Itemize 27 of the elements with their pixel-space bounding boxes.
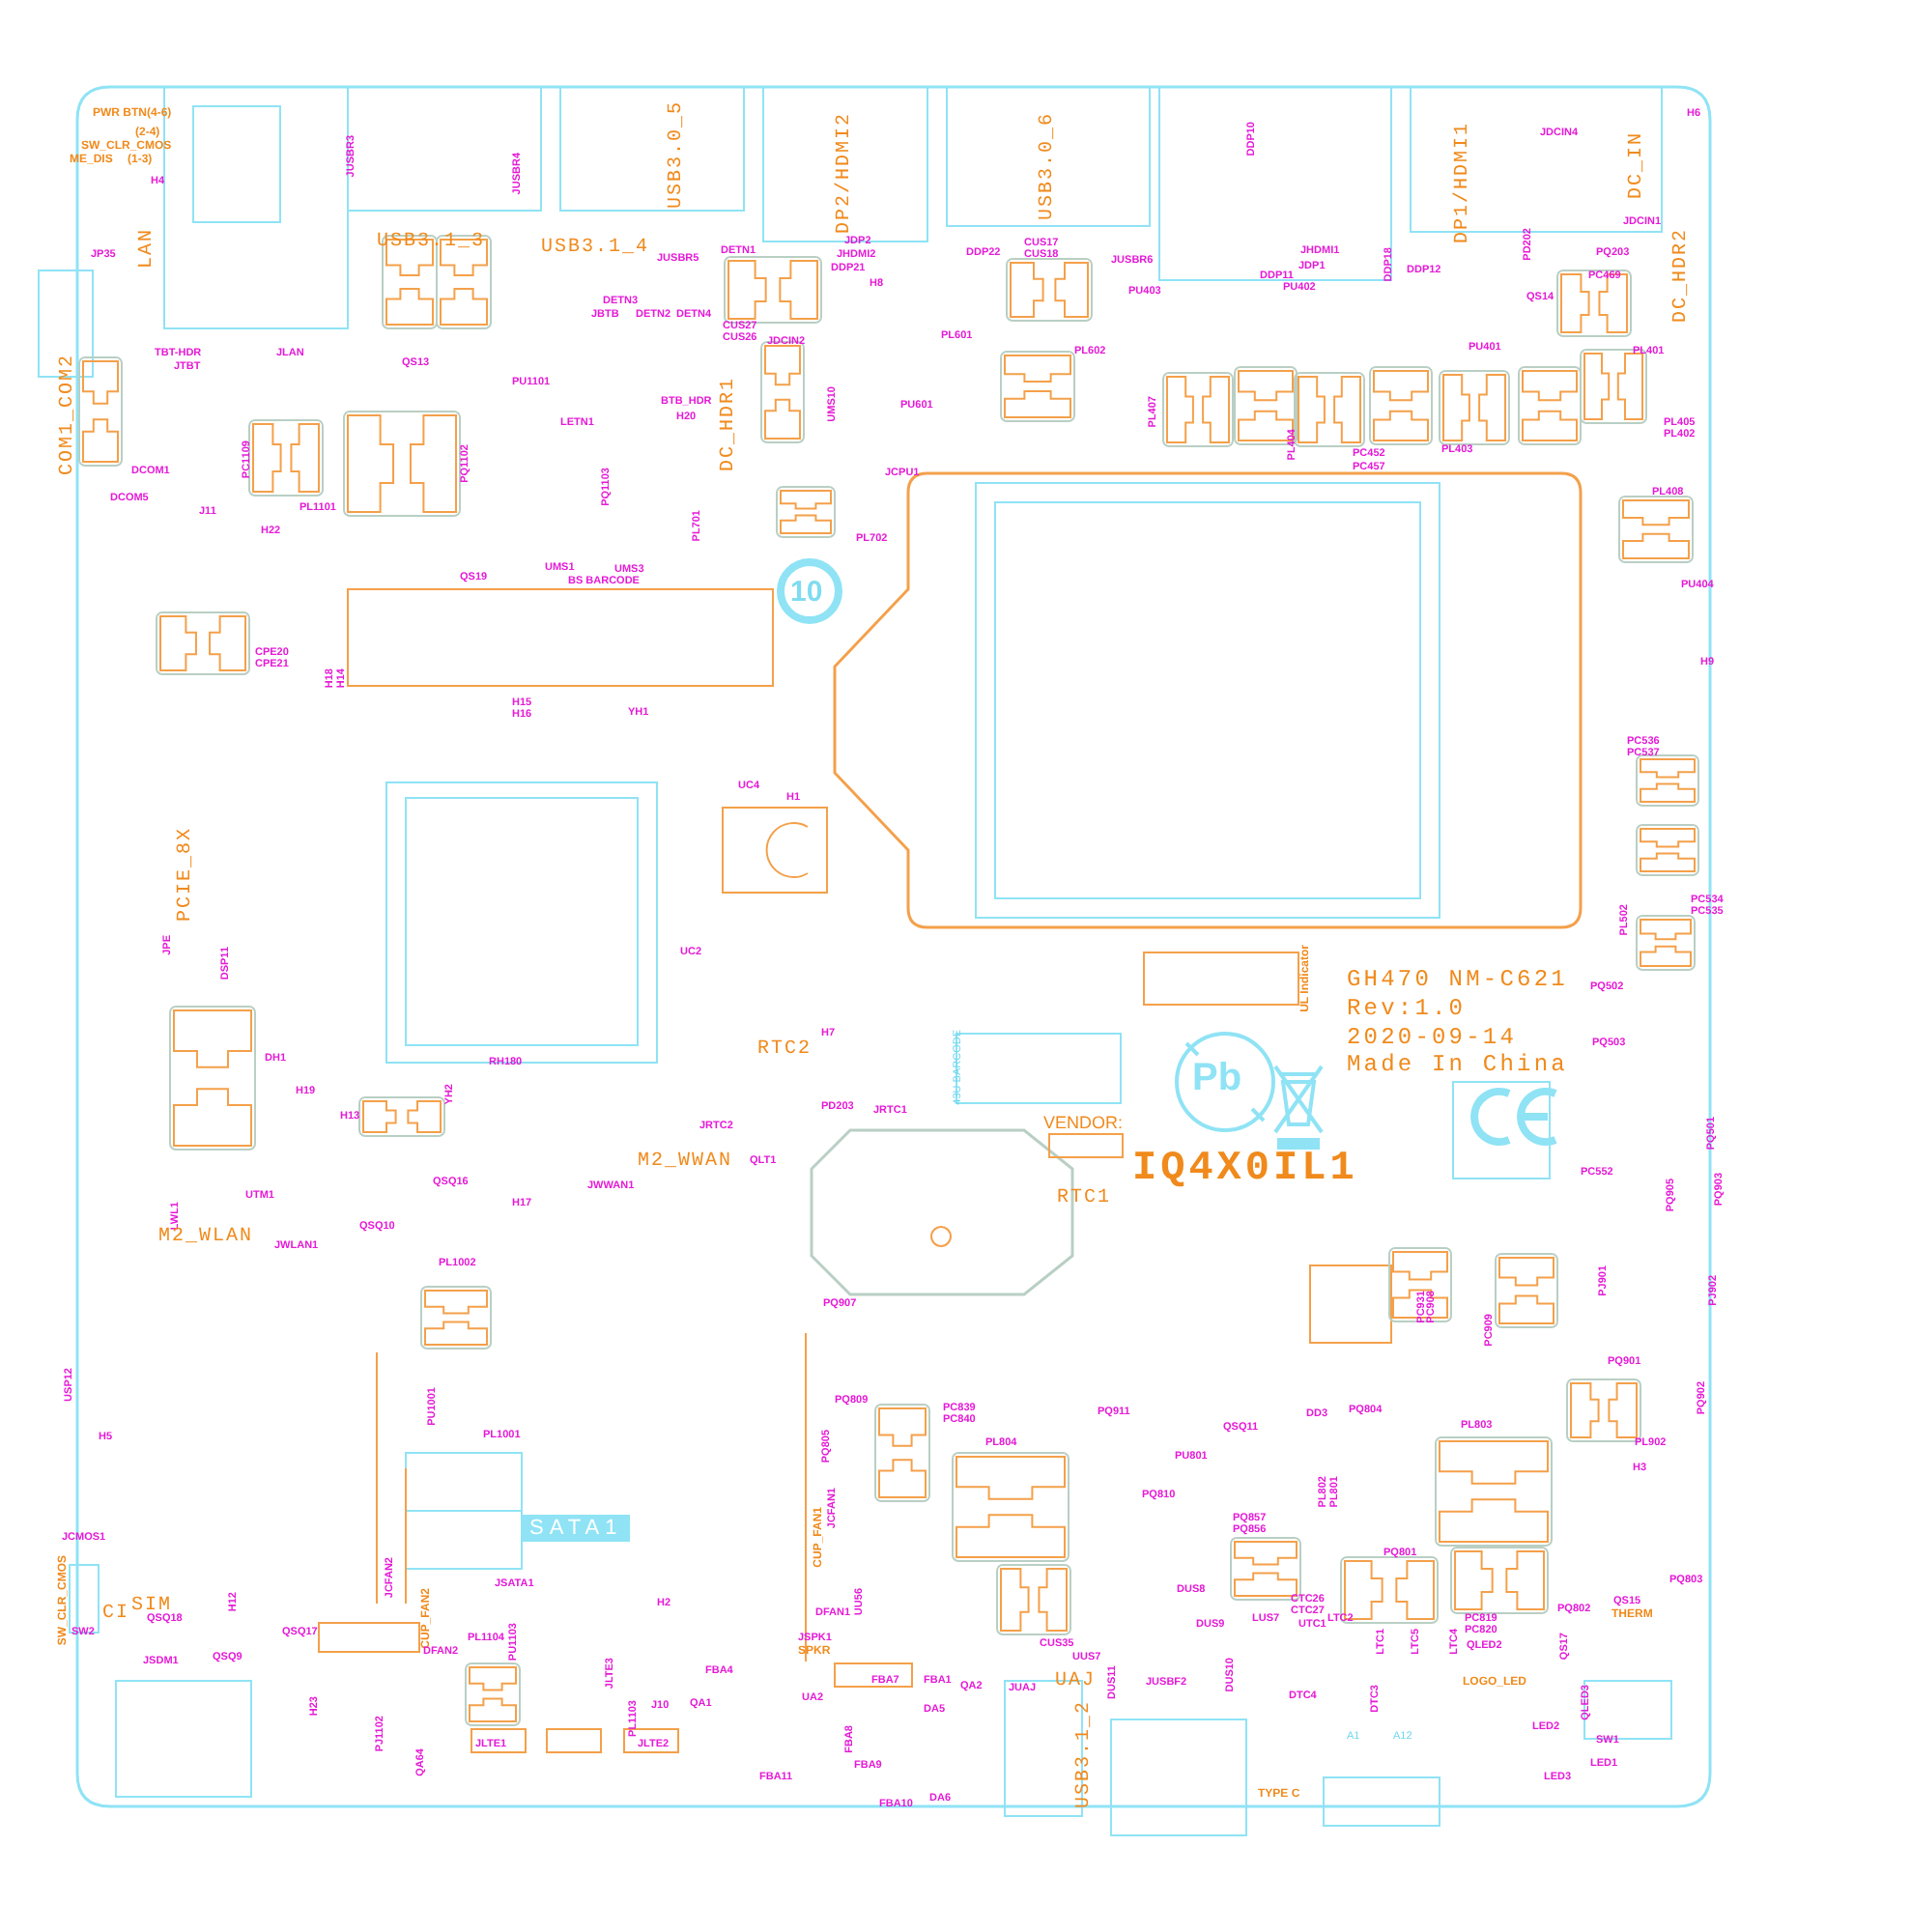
- connector-label: COM1_COM2: [58, 354, 79, 476]
- board-info-text: Rev:1.0: [1347, 995, 1467, 1022]
- board-info-text: GH470 NM-C621: [1347, 966, 1568, 993]
- connector-label: M2_WLAN: [158, 1227, 254, 1248]
- silkscreen-note: VENDOR:: [1043, 1113, 1124, 1132]
- board-info-text: 2020-09-14: [1347, 1024, 1518, 1051]
- connector-label: SATA1: [522, 1515, 631, 1542]
- connector-label: USB3.0_6: [1038, 112, 1059, 221]
- board-code: IQ4X0IL1: [1132, 1148, 1358, 1192]
- connector-label: USB3.0_5: [667, 100, 688, 210]
- connector-label: PCIE_8X: [176, 827, 197, 923]
- connector-label: RTC1: [1057, 1188, 1112, 1209]
- lead-free-text: Pb: [1192, 1057, 1242, 1101]
- connector-label: DP2/HDMI2: [835, 112, 856, 235]
- connector-label: DC_IN: [1627, 131, 1648, 200]
- connector-label: DC_HDR1: [719, 377, 740, 472]
- connector-label: LAN: [137, 228, 158, 270]
- board-info-text: Made In China: [1347, 1051, 1568, 1078]
- connector-label: USB3.1_4: [541, 238, 650, 259]
- connector-label: RTC2: [757, 1039, 813, 1061]
- symbol-number: 10: [790, 576, 823, 609]
- connector-label: UAJ: [1055, 1671, 1097, 1692]
- connector-label: DC_HDR2: [1671, 228, 1693, 324]
- connector-label: M2_WWAN: [638, 1151, 733, 1173]
- connector-label: DP1/HDMI1: [1453, 122, 1474, 244]
- connector-label: CI: [102, 1604, 130, 1625]
- connector-label: USB3.1_2: [1074, 1700, 1096, 1809]
